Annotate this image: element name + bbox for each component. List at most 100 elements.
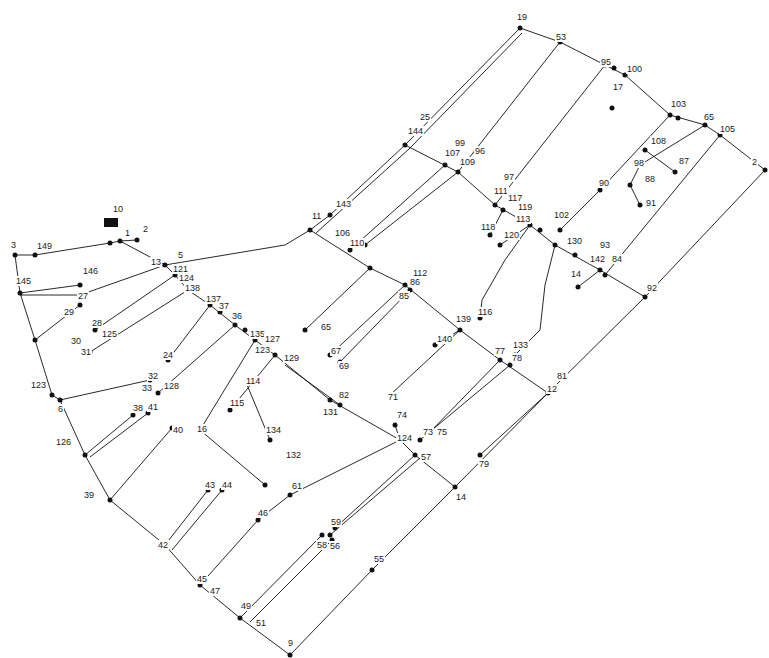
node-number: 106 <box>334 228 351 238</box>
node-number: 103 <box>670 99 687 109</box>
node-number: 133 <box>512 340 529 350</box>
node-number: 130 <box>566 236 583 246</box>
node-number: 42 <box>157 540 169 550</box>
reservoir-symbol <box>104 218 118 227</box>
node-number: 1 <box>124 228 131 238</box>
node-number: 86 <box>409 277 421 287</box>
node-number: 69 <box>338 361 350 371</box>
node-number: 43 <box>204 480 216 490</box>
node-number: 30 <box>70 336 82 346</box>
node-number: 145 <box>15 276 32 286</box>
node-number: 39 <box>83 490 95 500</box>
node-number: 14 <box>455 492 467 502</box>
node-number: 139 <box>455 314 472 324</box>
node-number: 51 <box>255 618 267 628</box>
node-number: 14 <box>570 269 582 279</box>
node-number: 78 <box>511 353 523 363</box>
node-number: 119 <box>517 202 533 212</box>
node-number: 125 <box>101 329 118 339</box>
node-number: 19 <box>516 12 528 22</box>
node-number: 128 <box>163 381 180 391</box>
node-number: 85 <box>398 291 410 301</box>
node-number: 124 <box>396 433 413 443</box>
node-number: 41 <box>147 402 159 412</box>
node-number: 124 <box>178 273 195 283</box>
node-number: 38 <box>132 403 144 413</box>
node-number: 115 <box>229 398 245 408</box>
node-number: 123 <box>254 345 271 355</box>
node-number: 11 <box>311 211 322 221</box>
node-number: 110 <box>349 238 365 248</box>
node-number: 40 <box>172 425 184 435</box>
node-number: 65 <box>320 322 332 332</box>
node-number: 138 <box>184 283 201 293</box>
node-number: 105 <box>719 124 736 134</box>
node-number: 96 <box>474 146 486 156</box>
node-number: 3 <box>10 240 17 250</box>
node-number: 25 <box>419 112 431 122</box>
node-number: 77 <box>494 346 506 356</box>
node-number: 144 <box>407 126 424 136</box>
node-number: 57 <box>420 452 432 462</box>
node-number: 28 <box>91 318 103 328</box>
node-number: 32 <box>147 371 159 381</box>
node-number: 140 <box>436 334 453 344</box>
node-number: 53 <box>555 32 567 42</box>
node-number: 92 <box>646 283 658 293</box>
junction-dots <box>13 26 768 658</box>
node-number: 29 <box>63 307 75 317</box>
node-number: 24 <box>162 350 174 360</box>
node-number: 56 <box>329 541 341 551</box>
node-number: 88 <box>644 174 656 184</box>
node-number: 108 <box>650 136 667 146</box>
node-number: 44 <box>221 480 233 490</box>
node-number: 61 <box>291 481 303 491</box>
node-number: 100 <box>626 64 643 74</box>
node-number: 126 <box>55 437 72 447</box>
node-number: 58 <box>316 540 328 550</box>
node-number: 116 <box>477 307 493 317</box>
node-number: 91 <box>645 198 657 208</box>
node-number: 102 <box>553 210 570 220</box>
node-number: 79 <box>478 459 490 469</box>
node-number: 47 <box>209 586 221 596</box>
node-number: 2 <box>142 224 149 234</box>
node-number: 5 <box>177 250 184 260</box>
node-number: 71 <box>387 392 399 402</box>
node-number: 87 <box>678 156 690 166</box>
node-number: 118 <box>480 222 496 232</box>
node-number: 67 <box>330 346 342 356</box>
node-number: 13 <box>150 257 162 267</box>
node-number: 132 <box>285 450 302 460</box>
node-number: 143 <box>335 199 352 209</box>
node-number: 127 <box>264 334 281 344</box>
node-number: 81 <box>556 371 568 381</box>
node-number: 97 <box>503 172 515 182</box>
node-number: 37 <box>218 301 230 311</box>
node-number: 129 <box>283 353 300 363</box>
node-number: 12 <box>546 384 558 394</box>
node-number: 98 <box>633 158 645 168</box>
node-number: 146 <box>82 266 99 276</box>
node-number: 46 <box>257 508 269 518</box>
node-number: 74 <box>396 410 408 420</box>
node-number: 120 <box>503 230 520 240</box>
node-number: 99 <box>454 138 466 148</box>
node-number: 131 <box>322 407 339 417</box>
node-number: 142 <box>589 254 606 264</box>
pipe-lines <box>15 28 765 655</box>
node-number: 149 <box>36 241 53 251</box>
node-number: 49 <box>240 601 252 611</box>
node-number: 114 <box>245 376 261 386</box>
node-number: 55 <box>373 554 385 564</box>
node-number: 123 <box>30 380 47 390</box>
node-number: 90 <box>598 178 610 188</box>
node-number: 84 <box>611 254 623 264</box>
node-number: 93 <box>599 240 611 250</box>
node-number: 36 <box>231 311 243 321</box>
node-number: 82 <box>338 390 350 400</box>
node-number: 113 <box>515 214 531 224</box>
node-number: 6 <box>57 404 64 414</box>
node-number: 45 <box>196 574 208 584</box>
